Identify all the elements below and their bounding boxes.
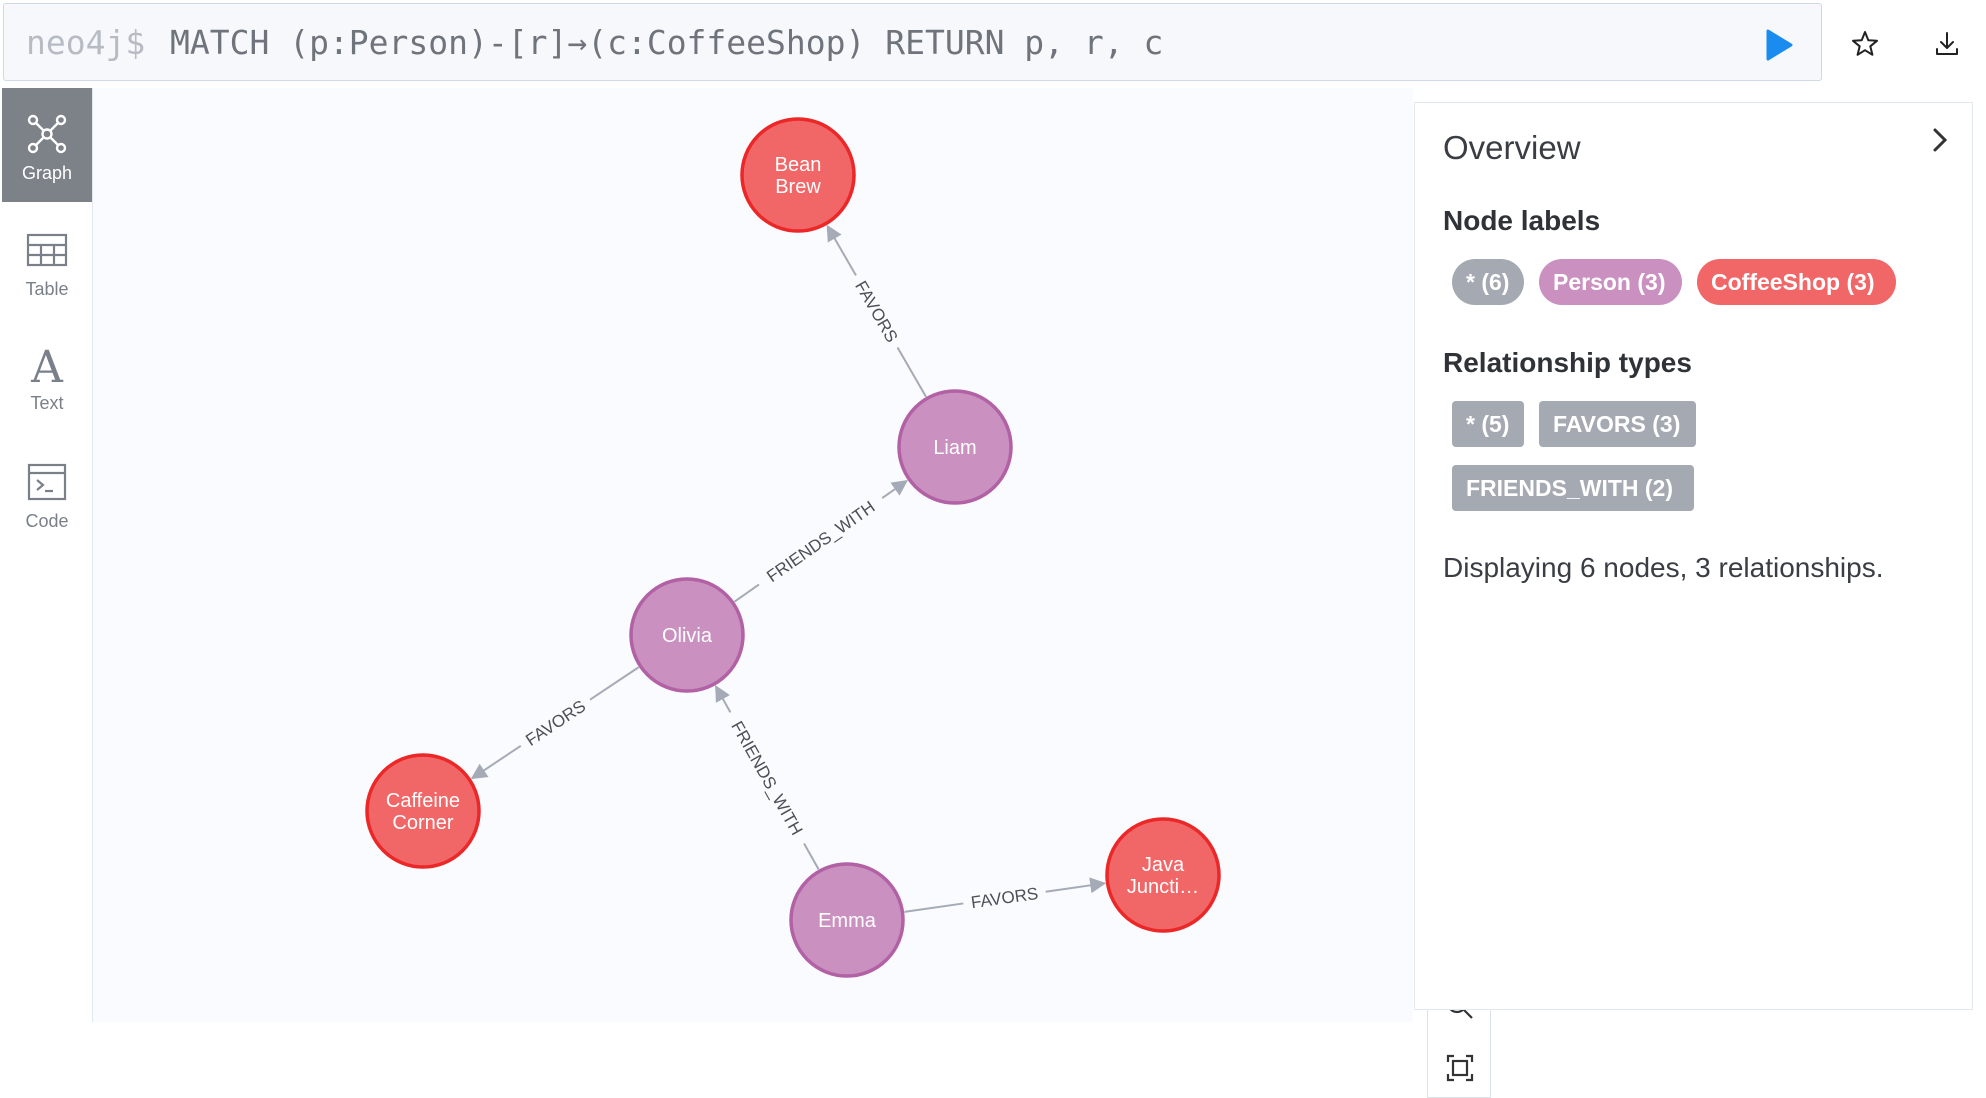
person-node[interactable]: Liam [897,389,1013,505]
relationship-line[interactable] [733,583,760,603]
relationship-line[interactable] [904,902,964,913]
relationship-arrow[interactable] [470,744,522,780]
relationship-arrow[interactable] [826,224,857,276]
node-label-pill-person[interactable]: Person (3) [1539,259,1682,305]
relationship-label: FAVORS [970,884,1040,912]
svg-text:A: A [30,342,64,386]
relationship-label: FAVORS [851,278,901,346]
relationship-line[interactable] [803,843,820,870]
node-circle[interactable] [789,862,905,978]
graph-icon [27,114,67,154]
query-editor[interactable]: neo4j$ MATCH (p:Person)-[r]→(c:CoffeeSho… [3,3,1822,81]
table-icon [26,233,68,267]
node-label-pill-coffeeshop[interactable]: CoffeeShop (3) [1697,259,1896,305]
relationship-label: FRIENDS_WITH [763,497,878,586]
person-node[interactable]: Olivia [629,577,745,693]
editor-prompt: neo4j$ [26,23,146,62]
overview-title: Overview [1443,129,1581,166]
relationship-edge[interactable]: FAVORS [826,224,927,398]
relationship-arrow[interactable] [715,685,732,713]
node-caption: Liam [933,437,976,459]
play-icon[interactable] [1764,28,1794,62]
chevron-right-icon[interactable] [1925,123,1955,157]
code-icon [27,463,67,501]
tab-text[interactable]: A Text [2,318,92,432]
node-circle[interactable] [365,753,481,869]
relationship-edge[interactable]: FAVORS [470,666,640,780]
relationship-arrow[interactable] [881,479,909,499]
graph-canvas[interactable]: FAVORS FRIENDS_WITH FAVORS FRIENDS_WITH FAVO… [93,88,1491,1098]
download-icon[interactable] [1927,24,1967,64]
relationship-label: FRIENDS_WITH [727,718,806,838]
rel-type-pill-all[interactable]: * (5) [1452,401,1524,447]
node-circle[interactable] [1105,817,1221,933]
tab-code[interactable]: Code [2,436,92,550]
node-caption: Brew [775,176,821,198]
node-caption: Corner [392,812,453,834]
fit-screen-icon[interactable] [1443,1051,1477,1085]
node-circle[interactable] [629,577,745,693]
query-text[interactable]: MATCH (p:Person)-[r]→(c:CoffeeShop) RETU… [170,23,1164,62]
tab-table[interactable]: Table [2,204,92,318]
relationship-line[interactable] [589,666,640,701]
node-labels-heading: Node labels [1443,205,1601,236]
relationship-arrow[interactable] [1045,877,1107,894]
node-caption: Juncti… [1127,876,1199,898]
node-label-pill-all[interactable]: * (6) [1452,259,1524,305]
tab-table-label: Table [25,279,69,299]
node-caption: Java [1142,854,1185,876]
star-icon[interactable] [1845,24,1885,64]
person-node[interactable]: Emma [789,862,905,978]
node-caption: Emma [818,910,877,932]
tab-code-label: Code [25,511,69,531]
relationship-label: FAVORS [522,696,589,749]
node-caption: Caffeine [386,790,460,812]
relationship-edge[interactable]: FRIENDS_WITH [733,479,909,603]
rel-type-pill-friends-with[interactable]: FRIENDS_WITH (2) [1452,465,1694,511]
tab-text-label: Text [30,393,64,413]
rel-type-pill-favors[interactable]: FAVORS (3) [1539,401,1696,447]
tab-graph[interactable]: Graph [2,88,92,202]
node-circle[interactable] [740,117,856,233]
relationship-edge[interactable]: FAVORS [904,877,1107,913]
overview-panel: Overview Node labels * (6) Person (3) Co… [1414,102,1973,1010]
view-sidebar: Graph Table A Text Code [0,88,93,1022]
result-summary: Displaying 6 nodes, 3 relationships. [1443,552,1884,583]
relationship-edge[interactable]: FRIENDS_WITH [715,685,820,870]
node-caption: Olivia [662,625,713,647]
node-caption: Bean [775,154,822,176]
node-circle[interactable] [897,389,1013,505]
coffeeshop-node[interactable]: JavaJuncti… [1105,817,1221,933]
relationship-line[interactable] [896,346,927,398]
relationship-types-heading: Relationship types [1443,347,1692,378]
tab-graph-label: Graph [21,163,73,183]
text-icon: A [30,342,64,386]
